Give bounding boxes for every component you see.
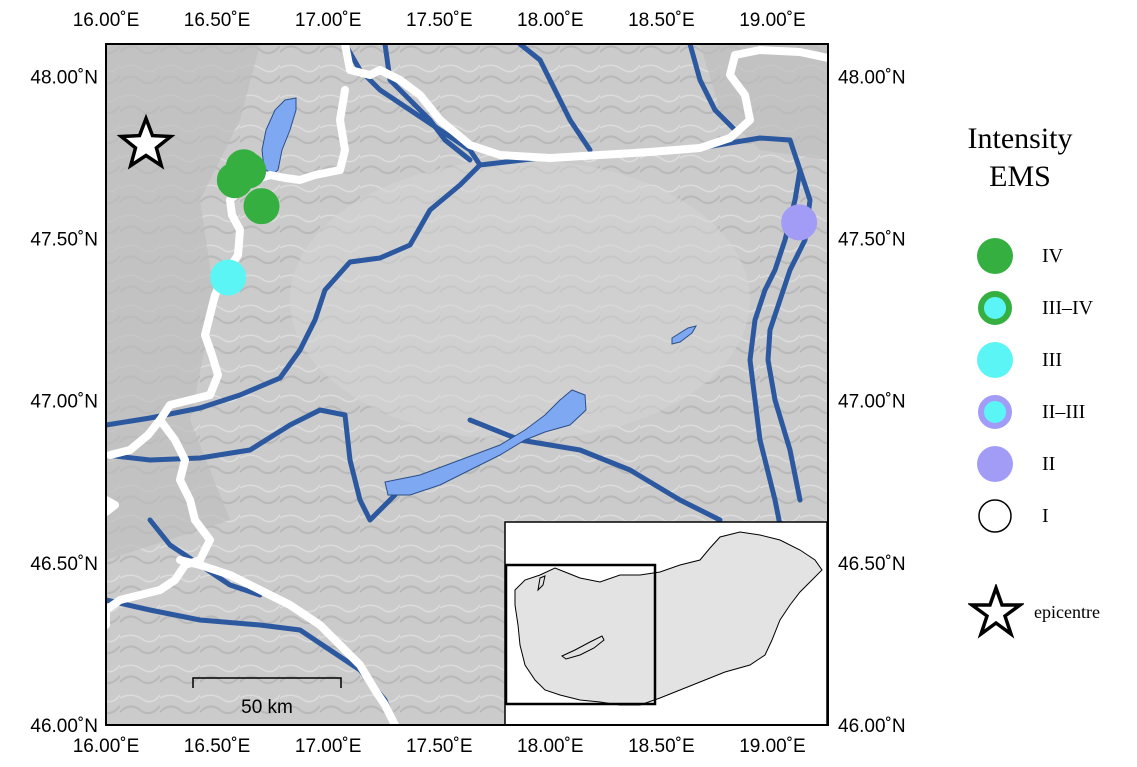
legend-label: IV	[1042, 244, 1064, 267]
lon-tick-label-bottom: 16.50˚E	[184, 736, 251, 757]
lakes	[261, 97, 698, 496]
observation-point-ii	[781, 204, 818, 241]
epicentre-star-icon	[116, 113, 176, 170]
legend-epicentre-label: epicentre	[1034, 601, 1100, 622]
inset-map	[504, 521, 828, 726]
lon-tick-label-bottom: 18.50˚E	[628, 736, 695, 757]
lat-tick-label-left: 48.00˚N	[30, 67, 98, 88]
lon-tick-label-bottom: 17.00˚E	[295, 736, 362, 757]
inset-hungary-outline	[514, 531, 823, 706]
legend-symbol	[972, 236, 1018, 276]
border-at-hu-west	[106, 86, 349, 459]
axis-ticks: 16.00˚E 16.00˚E 16.50˚E 16.50˚E 17.00˚E 17.00…	[30, 10, 905, 757]
legend-item: I	[972, 496, 1049, 536]
lon-tick-label-top: 17.00˚E	[295, 10, 362, 31]
legend-item: IV	[972, 236, 1063, 276]
border-at-hu-north	[341, 44, 828, 162]
legend-symbol	[972, 340, 1018, 380]
inset-neusiedl	[537, 575, 546, 592]
legend-label: II–III	[1042, 400, 1086, 423]
observation-point-iv	[216, 162, 253, 199]
map-frame	[105, 43, 829, 726]
hron-river	[687, 44, 738, 133]
lat-tick-label-left: 46.50˚N	[30, 554, 98, 575]
kapos-river	[467, 417, 723, 523]
lon-tick-label-top: 16.50˚E	[184, 10, 251, 31]
lon-tick-label-bottom: 17.50˚E	[406, 736, 473, 757]
legend-title-line1: Intensity	[967, 122, 1073, 155]
lake-velence	[671, 325, 698, 345]
legend-label: III–IV	[1042, 296, 1094, 319]
lon-tick-label-bottom: 18.00˚E	[517, 736, 584, 757]
lat-tick-label-right: 47.00˚N	[838, 392, 906, 413]
lon-tick-label-top: 17.50˚E	[406, 10, 473, 31]
inset-balaton	[561, 635, 605, 660]
legend-epicentre: epicentre	[968, 584, 1100, 639]
legend-symbol	[972, 496, 1018, 536]
lat-tick-label-right: 47.50˚N	[838, 230, 906, 251]
legend-title: Intensity EMS	[940, 120, 1100, 196]
border-fragment-west	[106, 496, 119, 516]
border-si-hr	[106, 416, 214, 629]
inset-study-area-box	[504, 563, 657, 706]
legend-symbol	[972, 392, 1018, 432]
national-borders	[106, 44, 828, 725]
legend-circle-icon	[978, 499, 1012, 533]
lon-tick-label-top: 18.50˚E	[628, 10, 695, 31]
lat-tick-label-right: 46.00˚N	[838, 716, 906, 737]
legend-item: III–IV	[972, 288, 1093, 328]
legend-label: I	[1042, 504, 1049, 527]
legend-label: III	[1042, 348, 1062, 371]
morava-river	[517, 44, 593, 153]
legend-circle-icon	[978, 395, 1012, 429]
legend-item: III	[972, 340, 1062, 380]
border-hu-hr	[176, 556, 399, 725]
epicentre-marker	[116, 113, 176, 170]
legend-symbol	[972, 288, 1018, 328]
danube-river	[106, 44, 483, 428]
lon-tick-label-top: 16.00˚E	[73, 10, 140, 31]
legend-label: II	[1042, 452, 1056, 475]
lat-tick-label-left: 47.50˚N	[30, 230, 98, 251]
scale-bar-label: 50 km	[241, 697, 293, 718]
observation-points	[210, 149, 818, 296]
legend-symbol	[972, 444, 1018, 484]
lat-tick-label-left: 47.00˚N	[30, 392, 98, 413]
legend-item: II–III	[972, 392, 1085, 432]
scale-bar: 50 km	[192, 677, 342, 718]
observation-point-iii	[210, 259, 247, 296]
star-icon	[968, 584, 1024, 639]
lat-tick-label-right: 46.50˚N	[838, 554, 906, 575]
legend-circle-icon	[977, 446, 1013, 482]
legend-item: II	[972, 444, 1055, 484]
lon-tick-label-top: 19.00˚E	[739, 10, 806, 31]
lon-tick-label-top: 18.00˚E	[517, 10, 584, 31]
lon-tick-label-bottom: 16.00˚E	[73, 736, 140, 757]
legend-circle-icon	[978, 291, 1012, 325]
lat-tick-label-left: 46.00˚N	[30, 716, 98, 737]
sio-river	[106, 407, 398, 523]
legend-circle-icon	[977, 342, 1013, 378]
legend-circle-icon	[977, 238, 1013, 274]
lake-balaton	[384, 389, 587, 496]
observation-point-iv	[243, 188, 280, 225]
lat-tick-label-right: 48.00˚N	[838, 67, 906, 88]
lon-tick-label-bottom: 19.00˚E	[739, 736, 806, 757]
legend-title-line2: EMS	[989, 160, 1051, 193]
